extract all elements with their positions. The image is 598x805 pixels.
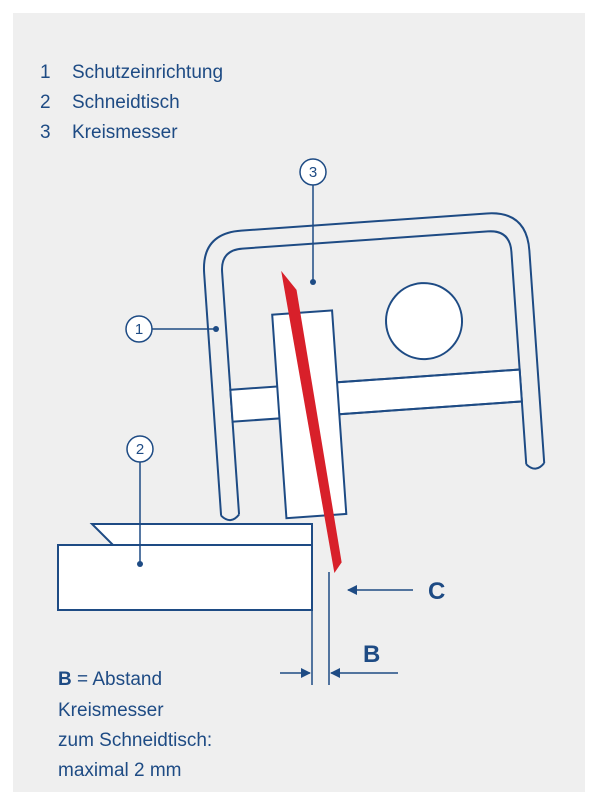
callout-3: 3 [299, 158, 327, 285]
blade [281, 270, 342, 573]
note-line-1: B = Abstand [58, 669, 162, 690]
machine-assembly [203, 212, 546, 573]
shaft [229, 368, 523, 423]
cutting-table [57, 523, 313, 611]
callout-1-number: 1 [135, 321, 143, 338]
note-line-1-text: = Abstand [72, 669, 162, 690]
note-line-2: Kreismesser [58, 700, 164, 721]
legend-text-2: Schneidtisch [72, 92, 180, 113]
guard-frame [203, 212, 546, 522]
motor [385, 282, 464, 361]
legend-text-1: Schutzeinrichtung [72, 62, 223, 83]
label-c: C [428, 578, 445, 605]
note-b-bold: B [58, 669, 72, 690]
note-line-4: maximal 2 mm [58, 760, 182, 781]
legend-text-3: Kreismesser [72, 122, 178, 143]
table-top [89, 523, 313, 546]
dimension-b: B [280, 572, 398, 685]
label-b: B [363, 641, 380, 668]
legend-number-2: 2 [40, 92, 51, 113]
arrow-c: C [347, 578, 445, 605]
table-body [57, 544, 313, 611]
legend-number-3: 3 [40, 122, 51, 143]
explanation-note: B = Abstand Kreismesser zum Schneidtisch… [58, 669, 212, 781]
note-line-3: zum Schneidtisch: [58, 730, 212, 751]
callout-2-number: 2 [136, 441, 144, 458]
legend: 1 Schutzeinrichtung 2 Schneidtisch 3 Kre… [40, 62, 223, 143]
callout-2: 2 [126, 435, 154, 567]
callout-1: 1 [125, 315, 219, 343]
callout-3-number: 3 [309, 164, 317, 181]
legend-number-1: 1 [40, 62, 51, 83]
